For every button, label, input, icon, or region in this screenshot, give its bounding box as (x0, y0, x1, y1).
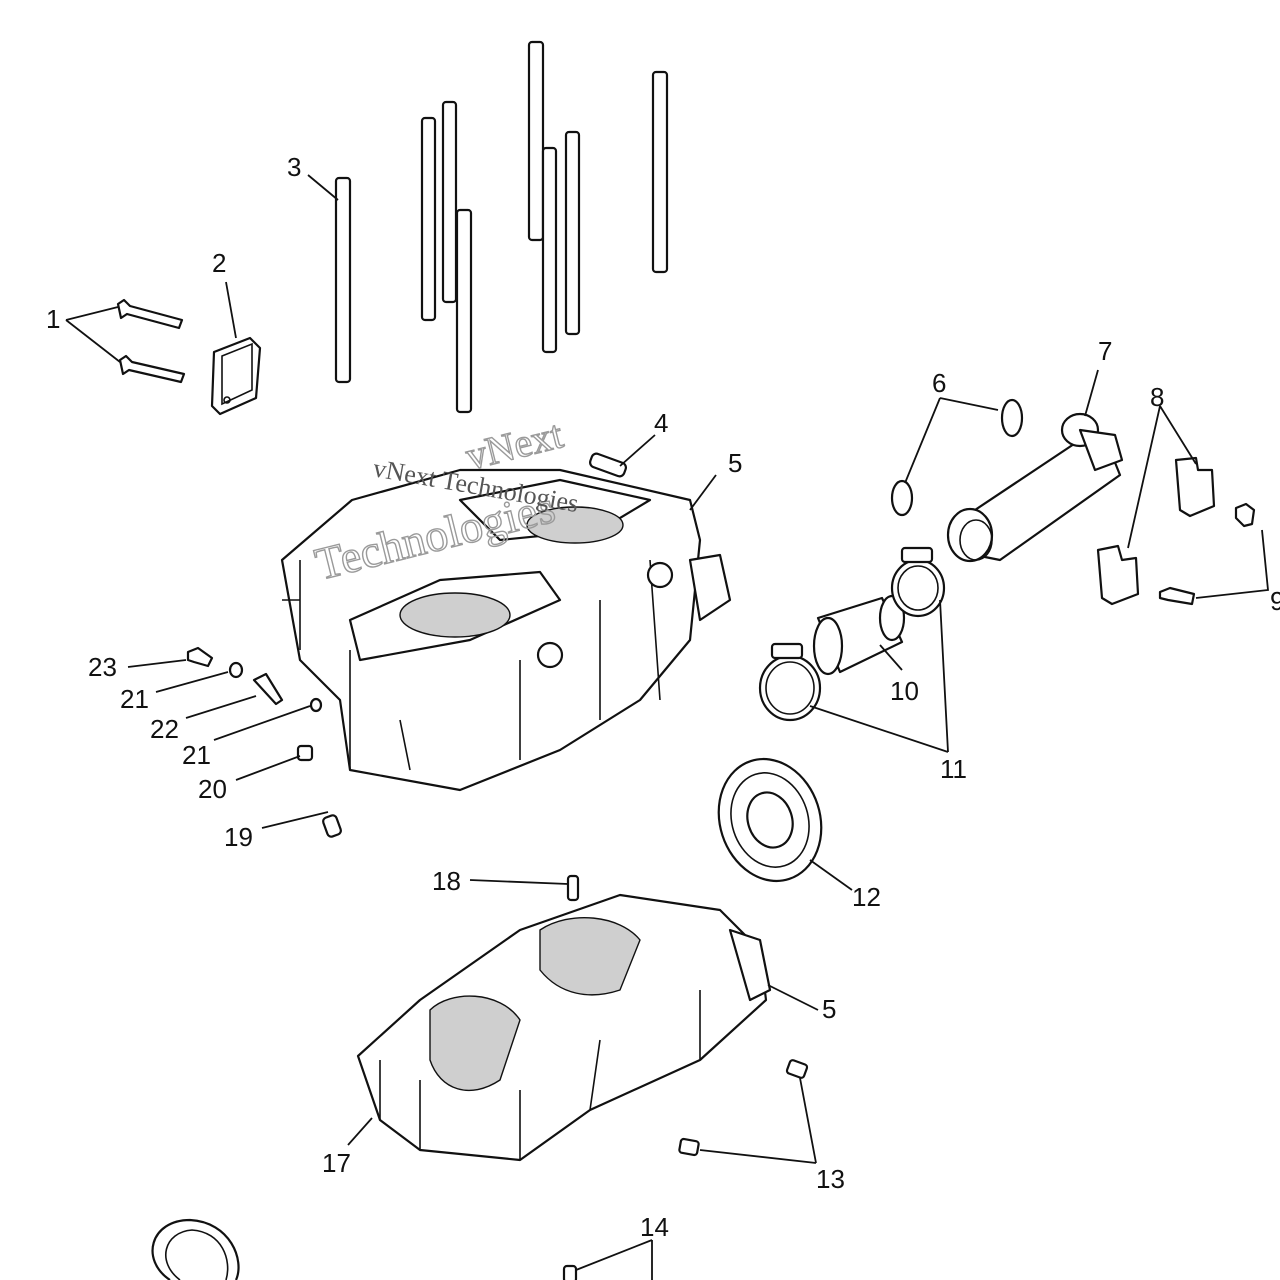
o-ring-small (890, 479, 914, 517)
callout-10: 10 (890, 676, 919, 706)
lower-crankcase (356, 893, 772, 1162)
callout-1: 1 (46, 304, 60, 334)
bolt-pair (116, 298, 186, 384)
callout-20: 20 (198, 774, 227, 804)
callout-21-b: 21 (182, 740, 211, 770)
small-hardware (186, 646, 342, 838)
mount-brackets (1096, 456, 1216, 606)
callout-12: 12 (852, 882, 881, 912)
callout-17: 17 (322, 1148, 351, 1178)
water-manifold (946, 412, 1124, 563)
hose-clamps (758, 546, 946, 722)
callout-13: 13 (816, 1164, 845, 1194)
bottom-dowel (562, 1264, 578, 1280)
leader-lines (65, 174, 1269, 1280)
upper-crankcase (280, 468, 732, 792)
bracket-bolts (1158, 502, 1256, 606)
callout-9: 9 (1270, 586, 1280, 616)
callout-19: 19 (224, 822, 253, 852)
callout-3: 3 (287, 152, 301, 182)
watermark-line-1: vNext (461, 411, 567, 478)
lower-case-stud (566, 874, 580, 902)
coolant-hose (812, 594, 906, 676)
callout-21-a: 21 (120, 684, 149, 714)
callout-labels: 1 2 3 4 5 5 6 7 8 9 10 11 12 13 14 17 18… (46, 152, 1280, 1242)
cylinder-studs (334, 40, 669, 414)
callout-4: 4 (654, 408, 668, 438)
o-ring-large (1000, 398, 1024, 438)
callout-18: 18 (432, 866, 461, 896)
callout-2: 2 (212, 248, 226, 278)
callout-22: 22 (150, 714, 179, 744)
callout-8: 8 (1150, 382, 1164, 412)
callout-14: 14 (640, 1212, 669, 1242)
callout-5-upper: 5 (728, 448, 742, 478)
oil-seal (717, 757, 823, 883)
case-bolts (678, 1059, 809, 1157)
callout-7: 7 (1098, 336, 1112, 366)
callout-23: 23 (88, 652, 117, 682)
callout-11: 11 (940, 754, 967, 784)
dowel-pin (588, 452, 628, 478)
cover-plate (210, 336, 262, 416)
callout-5-lower: 5 (822, 994, 836, 1024)
callout-6: 6 (932, 368, 946, 398)
snap-ring (151, 1218, 240, 1280)
